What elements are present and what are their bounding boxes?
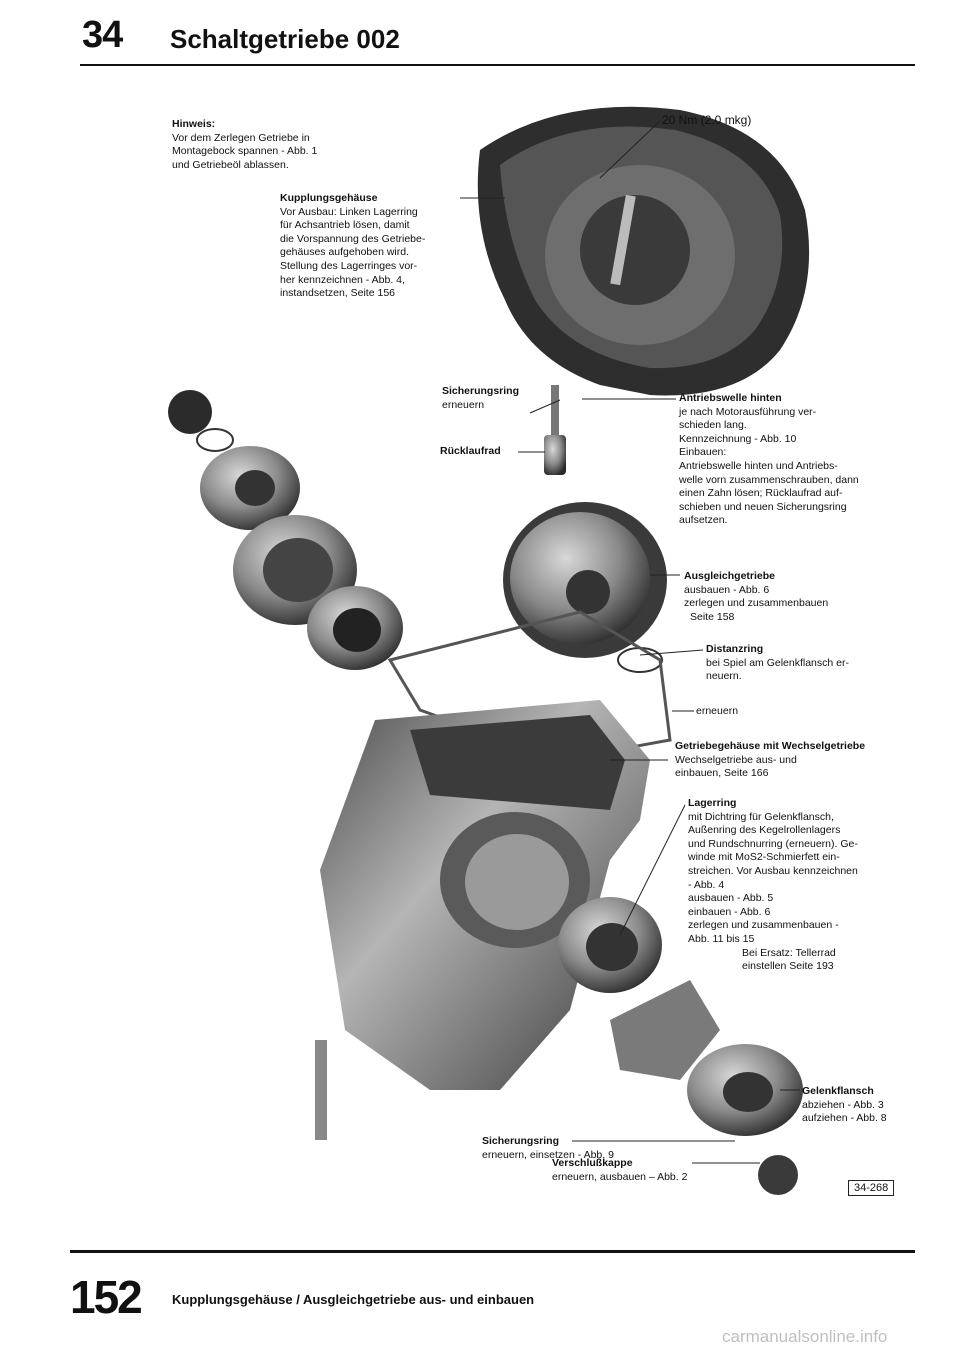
spacer-ring-part: [617, 647, 663, 673]
spacer-ring-label: Distanzring bei Spiel am Gelenkflansch e…: [706, 643, 849, 683]
differential-label: Ausgleichgetriebe ausbauen - Abb. 6 zerl…: [684, 570, 829, 623]
footer-title: Kupplungsgehäuse / Ausgleichgetriebe aus…: [172, 1292, 535, 1307]
gearbox-housing-part: [315, 700, 650, 1140]
differential-part: [503, 502, 667, 658]
o-ring-part: [196, 428, 234, 452]
page-number: 152: [70, 1271, 143, 1323]
gearbox-housing-label: Getriebegehäuse mit Wechselgetriebe Wech…: [675, 740, 866, 780]
note-hinweis: Hinweis: Vor dem Zerlegen Getriebe in Mo…: [172, 118, 318, 171]
bearing-ring-label: Lagerring mit Dichtring für Gelenkflansc…: [688, 797, 858, 973]
circlip-label-1: Sicherungsring erneuern: [442, 385, 520, 411]
leader-lines: [460, 120, 800, 1164]
rear-drive-shaft-part: [544, 385, 566, 475]
torque-label: 20 Nm (2,0 mkg): [662, 113, 752, 127]
joint-flange-label: Gelenkflansch abziehen - Abb. 3 aufziehe…: [802, 1085, 887, 1125]
left-flange-part: [200, 446, 300, 530]
cover-cap-part: [758, 1155, 798, 1195]
joint-flange-part: [687, 1044, 803, 1136]
plate-part: [610, 980, 720, 1080]
header-rule: [80, 64, 915, 66]
reverse-gear-label: Rücklaufrad: [440, 445, 501, 457]
clutch-housing-part: [477, 106, 810, 396]
footer-rule: [70, 1250, 915, 1253]
tapered-bearing-part: [307, 586, 403, 670]
clutch-housing-label: Kupplungsgehäuse Vor Ausbau: Linken Lage…: [280, 192, 426, 300]
figure-id: 34-268: [848, 1180, 895, 1196]
bearing-ring-right-part: [558, 897, 662, 993]
circlip-label-2: Sicherungsring erneuern, einsetzen - Abb…: [482, 1135, 614, 1161]
rear-drive-shaft-label: Antriebswelle hinten je nach Motorausfüh…: [679, 392, 859, 527]
cap-part: [168, 390, 212, 434]
gasket-label: erneuern: [696, 705, 739, 717]
gasket-part: [387, 610, 672, 762]
watermark: carmanualsonline.info: [722, 1327, 888, 1346]
chapter-number: 34: [82, 14, 123, 56]
cover-cap-label: Verschlußkappe erneuern, ausbauen – Abb.…: [552, 1157, 688, 1183]
chapter-title: Schaltgetriebe 002: [170, 24, 400, 54]
